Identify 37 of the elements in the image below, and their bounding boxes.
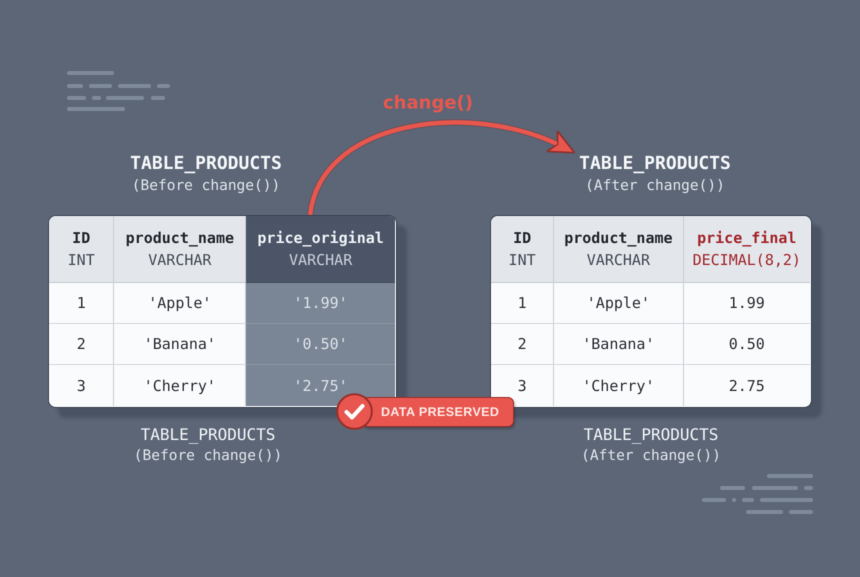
column-name: price_original	[257, 228, 384, 249]
curved-arrow	[308, 120, 575, 216]
column-type: VARCHAR	[289, 250, 352, 271]
table-cell: 'Apple'	[554, 283, 684, 324]
caption-subtitle: (After change())	[581, 447, 721, 466]
table-cell: 2	[491, 324, 554, 365]
table-cell: 'Banana'	[554, 324, 684, 365]
table-subtitle: (After change())	[585, 177, 725, 196]
table-cell: 2.75	[684, 365, 810, 406]
table-cell: 2	[49, 324, 114, 365]
column-type: DECIMAL(8,2)	[692, 250, 801, 271]
table-title: TABLE_PRODUCTS	[579, 152, 731, 176]
column-type: INT	[68, 250, 95, 271]
column-type: VARCHAR	[148, 250, 212, 271]
table-cell: 0.50	[684, 324, 810, 365]
table-cell: 1	[49, 283, 114, 324]
column-name: price_final	[697, 228, 796, 249]
table-cell: 3	[491, 365, 554, 406]
table-cell: 1	[491, 283, 554, 324]
table-cell: '1.99'	[246, 283, 395, 324]
table-cell: '0.50'	[246, 324, 395, 365]
column-name: product_name	[126, 228, 234, 249]
table-title: TABLE_PRODUCTS	[130, 152, 282, 176]
caption-subtitle: (Before change())	[134, 447, 282, 466]
table-cell: 1.99	[684, 283, 810, 324]
column-type: VARCHAR	[586, 250, 650, 271]
table-subtitle: (Before change())	[132, 177, 280, 196]
table-cell: 3	[49, 365, 114, 406]
column-type: INT	[508, 250, 536, 271]
table-cell: '2.75'	[246, 365, 395, 406]
table-cell: 'Banana'	[114, 324, 246, 365]
caption-title: TABLE_PRODUCTS	[140, 424, 276, 446]
table-cell: 'Apple'	[114, 283, 246, 324]
column-name: ID	[72, 228, 90, 249]
column-name: product_name	[564, 228, 673, 249]
column-name: ID	[513, 228, 532, 249]
caption-title: TABLE_PRODUCTS	[584, 424, 718, 446]
